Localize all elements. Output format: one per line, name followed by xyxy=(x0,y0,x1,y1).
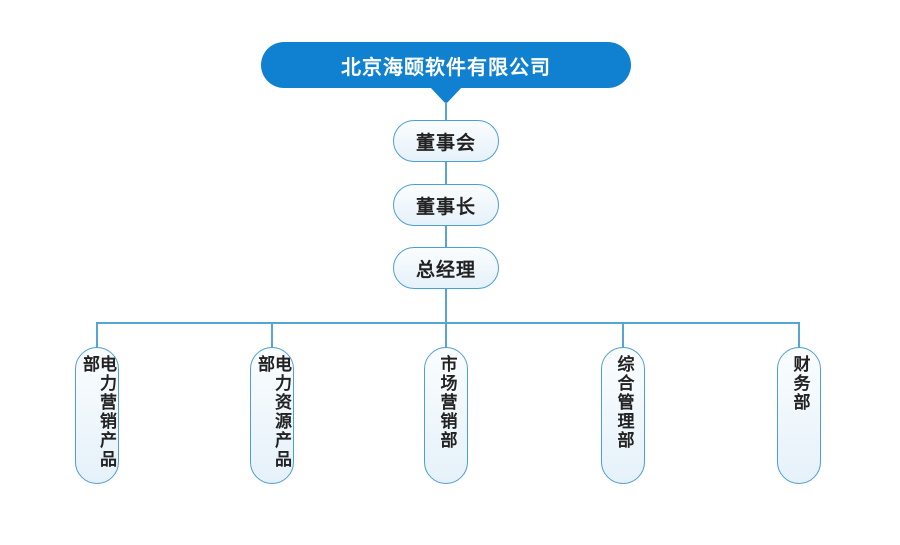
node-board-of-directors-label: 董事会 xyxy=(415,131,476,154)
node-general-manager-label: 总经理 xyxy=(415,258,476,281)
connector-drop-dept-4 xyxy=(622,322,624,348)
node-general-manager: 总经理 xyxy=(393,247,499,289)
node-dept-finance-label: 财务部 xyxy=(789,355,810,412)
node-dept-finance: 财务部 xyxy=(777,347,821,484)
node-board-of-directors: 董事会 xyxy=(393,120,499,162)
node-dept-power-resource-products: 电力资源产品部 xyxy=(250,347,294,484)
root-company-label: 北京海颐软件有限公司 xyxy=(341,54,551,79)
node-dept-marketing: 市场营销部 xyxy=(424,347,468,484)
node-dept-power-marketing-products-label: 电力营销产品部 xyxy=(79,355,116,469)
connector-board-to-chairman xyxy=(445,161,447,185)
connector-drop-dept-3 xyxy=(445,322,447,348)
node-dept-power-resource-products-label: 电力资源产品部 xyxy=(254,355,291,469)
connector-drop-dept-1 xyxy=(96,322,98,348)
node-chairman: 董事长 xyxy=(393,184,499,226)
connector-departments-rail xyxy=(96,322,800,324)
connector-gm-to-rail xyxy=(445,288,447,323)
connector-drop-dept-5 xyxy=(798,322,800,348)
node-chairman-label: 董事长 xyxy=(415,195,476,218)
node-dept-general-management: 综合管理部 xyxy=(601,347,645,484)
root-company-node: 北京海颐软件有限公司 xyxy=(261,42,631,88)
node-dept-power-marketing-products: 电力营销产品部 xyxy=(75,347,119,484)
connector-drop-dept-2 xyxy=(271,322,273,348)
root-node-pointer xyxy=(429,86,463,104)
node-dept-marketing-label: 市场营销部 xyxy=(436,355,457,450)
connector-chairman-to-gm xyxy=(445,225,447,248)
connector-root-to-board xyxy=(445,102,447,121)
node-dept-general-management-label: 综合管理部 xyxy=(613,355,634,450)
